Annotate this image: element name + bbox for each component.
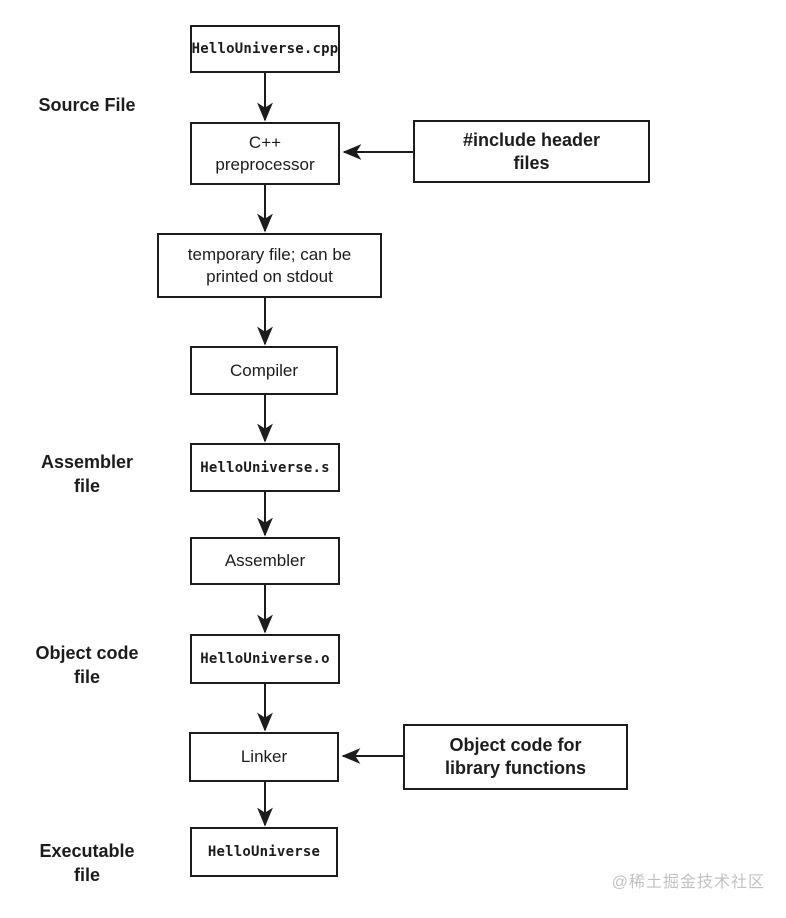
- node-executable: HelloUniverse: [190, 827, 338, 877]
- node-assembly-file-label: HelloUniverse.s: [200, 459, 330, 476]
- node-include-headers-label: #include header files: [462, 129, 601, 173]
- node-temp-file-label: temporary file; can be printed on stdout: [187, 244, 352, 286]
- node-object-file: HelloUniverse.o: [190, 634, 340, 684]
- node-source-file: HelloUniverse.cpp: [190, 25, 340, 73]
- node-preprocessor-label: C++ preprocessor: [215, 132, 315, 174]
- stage-label-executable-file: Executable file: [39, 841, 135, 885]
- node-linker-label: Linker: [240, 747, 288, 766]
- node-preprocessor: C++ preprocessor: [190, 122, 340, 185]
- node-linker: Linker: [189, 732, 339, 782]
- node-compiler: Compiler: [190, 346, 338, 395]
- stage-label-source-file: Source File: [38, 95, 136, 115]
- node-object-file-label: HelloUniverse.o: [200, 651, 330, 667]
- node-object-library-label: Object code for library functions: [444, 735, 587, 778]
- node-object-library: Object code for library functions: [403, 724, 628, 790]
- node-assembler-label: Assembler: [224, 551, 306, 570]
- node-include-headers: #include header files: [413, 120, 650, 183]
- stage-label-object-code-file: Object code file: [35, 643, 139, 687]
- node-source-file-label: HelloUniverse.cpp: [191, 41, 339, 57]
- node-executable-label: HelloUniverse: [207, 844, 321, 860]
- node-compiler-label: Compiler: [229, 360, 299, 380]
- watermark: @稀土掘金技术社区: [611, 874, 765, 891]
- node-temp-file: temporary file; can be printed on stdout: [157, 233, 382, 298]
- stage-label-assembler-file: Assembler file: [40, 452, 134, 496]
- node-assembly-file: HelloUniverse.s: [190, 443, 340, 492]
- node-assembler: Assembler: [190, 537, 340, 585]
